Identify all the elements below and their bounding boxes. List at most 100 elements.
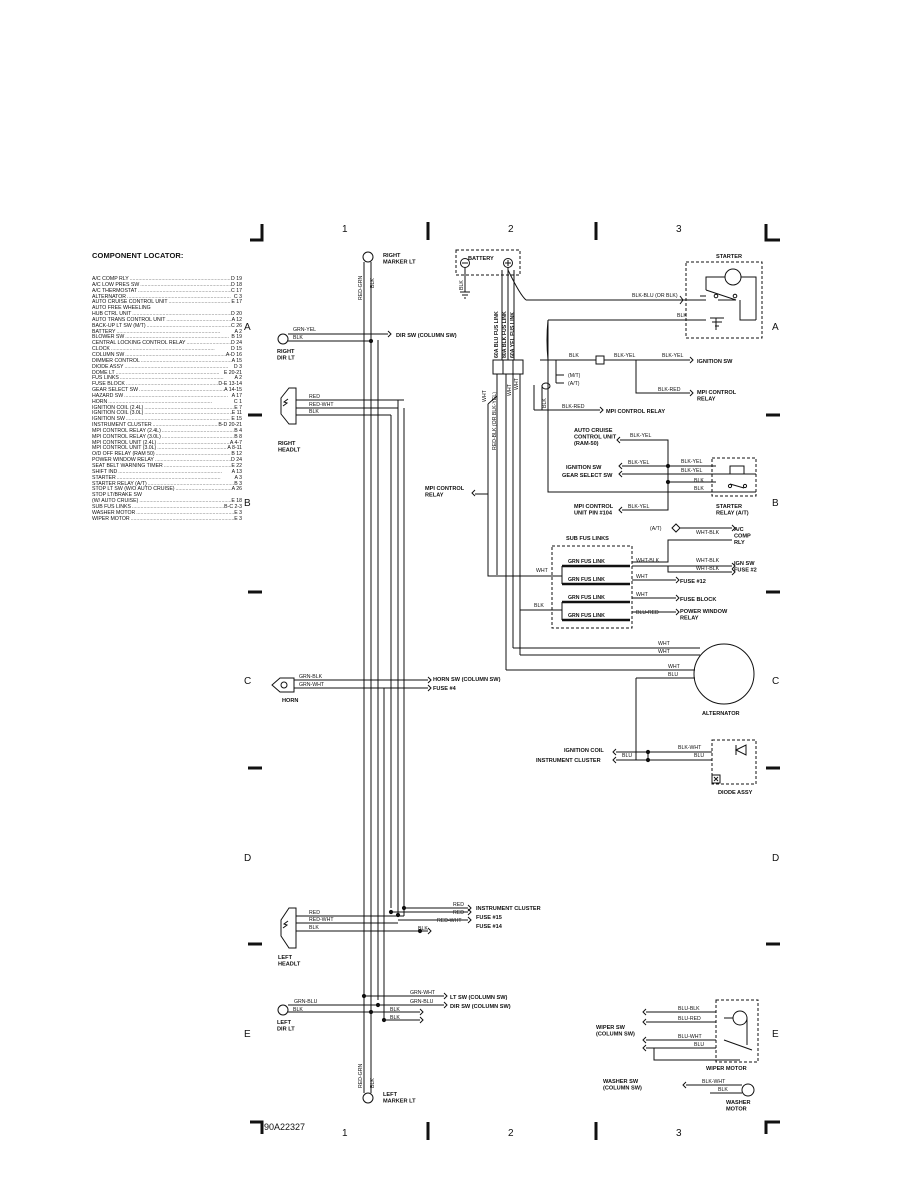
locator-row: IGNITION SWE 15 bbox=[92, 416, 242, 423]
wire-label: RED-BLK (OR BLK-YEL) bbox=[492, 392, 498, 450]
locator-component-name: A/C LOW PRES SW bbox=[92, 281, 140, 288]
sub-fus-link-4: GRN FUS LINK bbox=[568, 613, 605, 619]
label-line: (RAM-50) bbox=[574, 441, 599, 447]
wire-label: GRN-WHT bbox=[410, 990, 436, 996]
label-line: LEFT bbox=[278, 955, 293, 961]
wire-label: WHT bbox=[482, 389, 488, 402]
wire-label: BLK bbox=[293, 1007, 303, 1013]
locator-row: MPI CONTROL RELAY (2.4L)B 4 bbox=[92, 427, 242, 435]
locator-row: SEAT BELT WARNING TIMERE 22 bbox=[92, 463, 242, 470]
locator-grid-ref: E 20-21 bbox=[223, 369, 242, 376]
locator-row: HORNC 1 bbox=[92, 398, 242, 406]
gear-select-sw-label: GEAR SELECT SW bbox=[562, 473, 613, 479]
label-line: UNIT PIN #104 bbox=[574, 510, 613, 516]
alternator-symbol bbox=[693, 643, 755, 705]
label-line: RIGHT bbox=[383, 253, 401, 259]
wire-label: WHT bbox=[668, 664, 681, 670]
locator-component-name: MPI CONTROL RELAY (2.4L) bbox=[92, 427, 161, 434]
locator-grid-ref: E 3 bbox=[234, 509, 242, 516]
locator-row: MPI CONTROL UNIT (3.0L)A 8-11 bbox=[92, 446, 242, 452]
sub-fus-link-3: GRN FUS LINK bbox=[568, 595, 605, 601]
label-line: CONTROL UNIT bbox=[574, 434, 617, 440]
locator-component-name: SUB FUS LINKS bbox=[92, 503, 131, 510]
sub-fus-links-box bbox=[551, 545, 633, 629]
label-line: WASHER bbox=[726, 1100, 751, 1106]
locator-component-name: (W/ AUTO CRUISE) bbox=[92, 498, 139, 505]
grid-row-label: A bbox=[772, 322, 779, 333]
wire-label: RED-WHT bbox=[437, 918, 462, 924]
locator-component-name: FUS LINKS bbox=[92, 375, 119, 382]
locator-row: IGNITION COIL (3.0L)E 11 bbox=[92, 411, 242, 417]
locator-row: WASHER MOTORE 3 bbox=[92, 509, 242, 517]
wire-label: GRN-BLK bbox=[299, 674, 323, 680]
label-line: LEFT bbox=[383, 1092, 398, 1098]
locator-leader-dots bbox=[168, 300, 232, 306]
wire-label: WHT bbox=[658, 641, 671, 647]
wire-label: RED bbox=[453, 910, 464, 916]
locator-grid-ref: C 1 bbox=[233, 398, 242, 405]
locator-component-name: BLOWER SW bbox=[92, 334, 125, 341]
locator-row: A/C LOW PRES SW D 18 bbox=[92, 281, 242, 289]
label-line: RELAY (A/T) bbox=[716, 510, 749, 516]
locator-row: MPI CONTROL RELAY (3.0L)B 8 bbox=[92, 434, 242, 441]
fusible-link-block bbox=[492, 359, 524, 375]
locator-component-name: AUTO TRANS CONTROL UNIT bbox=[92, 316, 166, 323]
wire-blk-yel-mpi bbox=[622, 481, 716, 511]
label-line: MARKER LT bbox=[383, 1098, 416, 1104]
locator-component-name: A/C COMP RLY bbox=[92, 276, 129, 282]
locator-component-name: MPI CONTROL UNIT (2.4L) bbox=[92, 439, 157, 446]
locator-grid-ref: D 18 bbox=[231, 281, 242, 288]
wire-label: GRN-WHT bbox=[299, 682, 325, 688]
locator-grid-ref: A 2 bbox=[234, 375, 243, 382]
label-line: A/C bbox=[734, 527, 744, 533]
wiper-motor-box bbox=[715, 999, 759, 1063]
locator-row: HAZARD SWA 17 bbox=[92, 393, 242, 400]
label-line: IGN SW bbox=[734, 561, 755, 567]
wire-label: BLK bbox=[370, 278, 376, 288]
label-line: WIPER SW bbox=[596, 1025, 626, 1031]
grid-row-label: C bbox=[772, 676, 779, 687]
battery-label: BATTERY bbox=[468, 256, 494, 262]
wire-label: RED-WHT bbox=[309, 917, 334, 923]
ignition-coil-label: IGNITION COIL bbox=[564, 748, 604, 754]
wire-label: BLK bbox=[293, 335, 303, 341]
label-line: RIGHT bbox=[277, 349, 295, 355]
locator-row: SHIFT INDA 13 bbox=[92, 469, 242, 476]
locator-component-name: HUB CTRL UNIT bbox=[92, 311, 132, 318]
grid-row-label: B bbox=[772, 498, 779, 509]
mpi-control-relay-small-label: MPI CONTROL RELAY bbox=[606, 409, 665, 415]
wire-label: WHT-BLK bbox=[636, 558, 660, 564]
locator-row: BATTERYA 2 bbox=[92, 328, 242, 336]
label-line: COMP bbox=[734, 533, 751, 539]
grid-row-label: E bbox=[244, 1029, 251, 1040]
locator-component-name: GEAR SELECT SW bbox=[92, 387, 139, 394]
locator-row: CENTRAL LOCKING CONTROL RELAYD 24 bbox=[92, 340, 242, 347]
wire-label: RED-GRN bbox=[358, 276, 364, 300]
horn-symbol bbox=[271, 677, 295, 693]
washer-sw-label: WASHER SW(COLUMN SW) bbox=[603, 1079, 642, 1091]
wire-label: BLK bbox=[390, 1015, 400, 1021]
diode-assy-box bbox=[711, 739, 757, 785]
label-line: AUTO CRUISE bbox=[574, 428, 613, 434]
wire-label: BLU bbox=[622, 753, 632, 759]
washer-motor-symbol bbox=[741, 1083, 755, 1097]
label-line: HEADLT bbox=[278, 961, 301, 967]
locator-row: STOP LT/BRAKE SW bbox=[92, 492, 242, 499]
locator-row: STARTERA 3 bbox=[92, 474, 243, 482]
locator-grid-ref: E 3 bbox=[234, 515, 242, 522]
horn-label: HORN bbox=[282, 698, 298, 704]
locator-component-name: FUSE BLOCK bbox=[92, 381, 125, 388]
label-line: RELAY bbox=[425, 492, 444, 498]
locator-grid-ref: A 3 bbox=[234, 474, 243, 481]
left-marker-lamp bbox=[362, 1092, 374, 1104]
grid-col-label: 1 bbox=[342, 1128, 348, 1139]
locator-component-name: BATTERY bbox=[92, 328, 116, 335]
wire-label: (A/T) bbox=[568, 381, 580, 387]
locator-grid-ref: E 22 bbox=[231, 463, 242, 469]
wire-label: BLK-YEL bbox=[681, 459, 702, 465]
